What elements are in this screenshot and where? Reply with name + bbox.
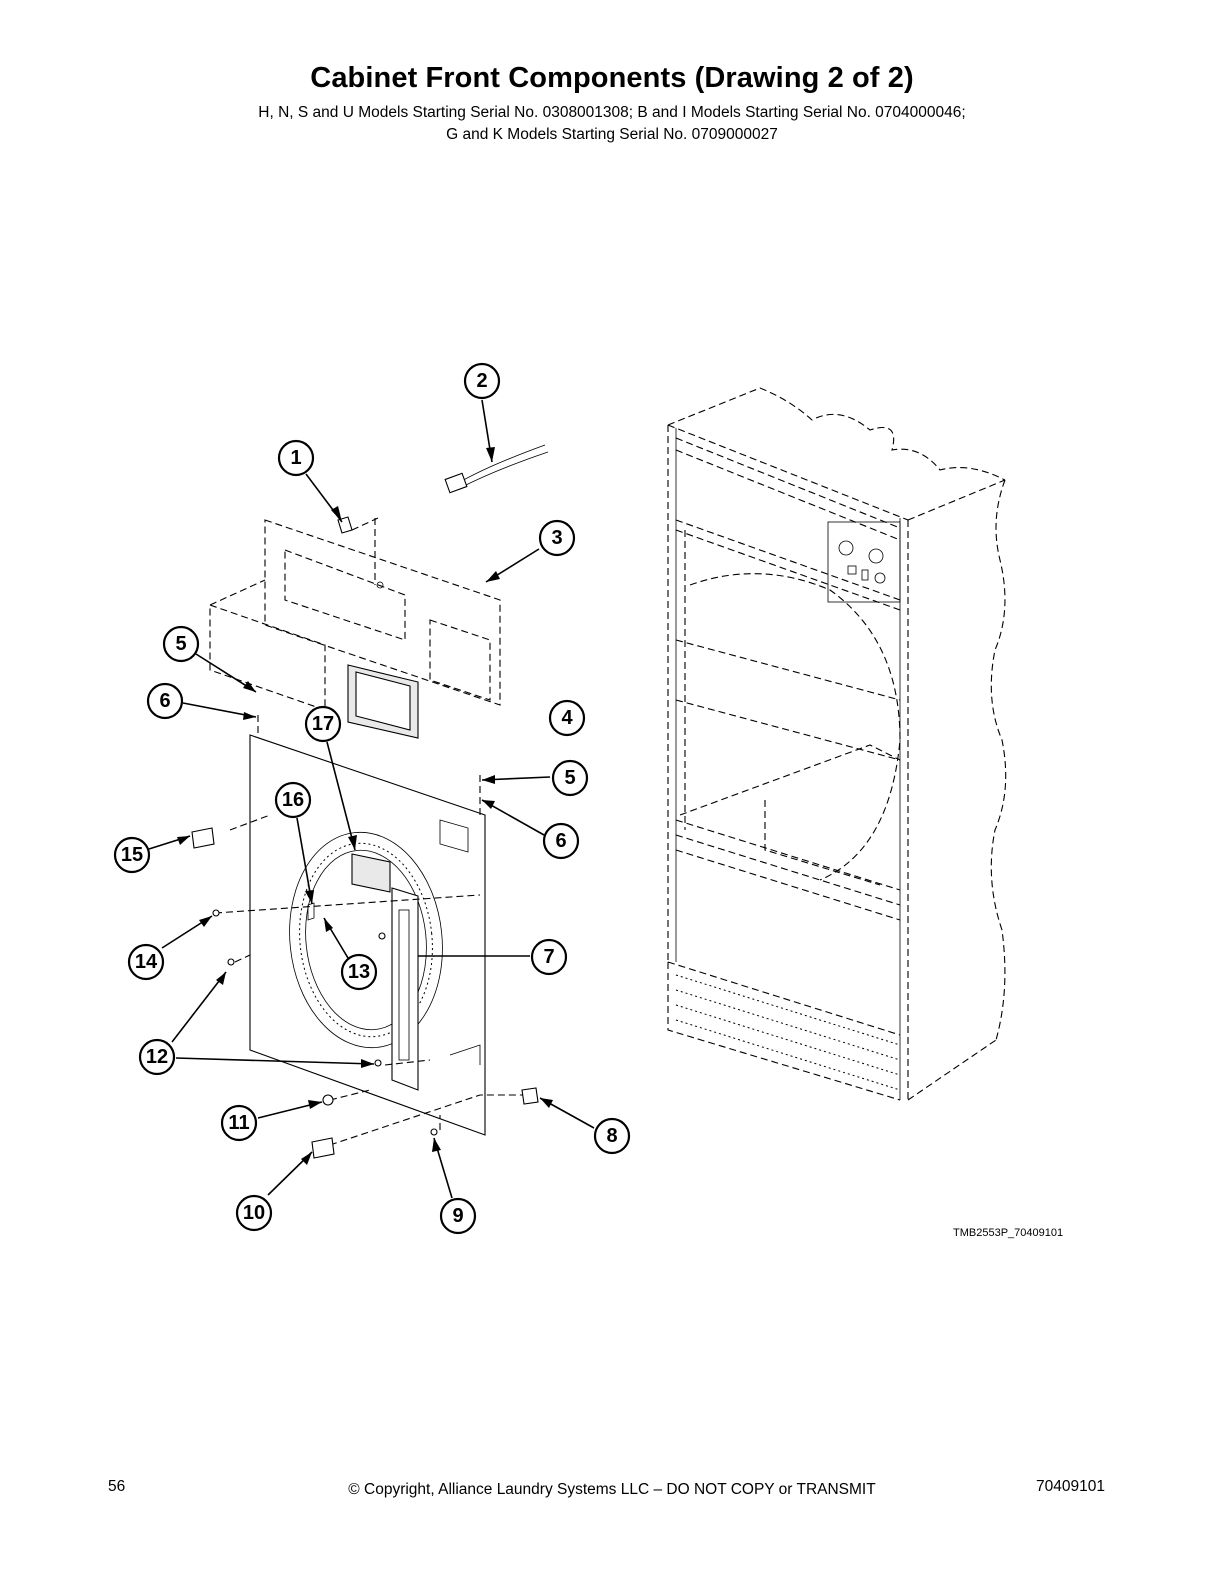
callout-label: 15 bbox=[121, 844, 143, 866]
callout-7: 7 bbox=[530, 938, 568, 976]
callout-label: 4 bbox=[561, 707, 573, 729]
callout-label: 5 bbox=[564, 767, 575, 789]
callout-label: 10 bbox=[243, 1202, 265, 1224]
callout-2: 2 bbox=[463, 362, 501, 400]
callout-label: 8 bbox=[606, 1125, 617, 1147]
document-number: 70409101 bbox=[1036, 1478, 1105, 1495]
callout-label: 6 bbox=[555, 830, 566, 852]
page-subtitle-line-1: H, N, S and U Models Starting Serial No.… bbox=[258, 104, 966, 121]
callout-label: 6 bbox=[159, 690, 170, 712]
callout-label: 17 bbox=[312, 713, 334, 735]
callout-5-right: 5 bbox=[551, 759, 589, 797]
callout-17: 17 bbox=[304, 705, 342, 743]
callout-label: 3 bbox=[551, 527, 562, 549]
callout-6-right: 6 bbox=[542, 822, 580, 860]
callout-label: 13 bbox=[348, 961, 370, 983]
callout-label: 12 bbox=[146, 1046, 168, 1068]
callout-label: 16 bbox=[282, 789, 304, 811]
callout-11: 11 bbox=[220, 1104, 258, 1142]
callout-label: 2 bbox=[476, 370, 487, 392]
callout-label: 7 bbox=[543, 946, 554, 968]
callout-10: 10 bbox=[235, 1194, 273, 1232]
callout-14: 14 bbox=[127, 943, 165, 981]
callout-5: 5 bbox=[162, 625, 200, 663]
display-bezel-part bbox=[347, 664, 419, 739]
callout-4: 4 bbox=[548, 699, 586, 737]
callout-15: 15 bbox=[113, 836, 151, 874]
callout-6: 6 bbox=[146, 682, 184, 720]
wire-harness-part bbox=[444, 444, 549, 494]
dryer-cabinet bbox=[667, 387, 1007, 1101]
callout-16: 16 bbox=[274, 781, 312, 819]
page-subtitle-line-2: G and K Models Starting Serial No. 07090… bbox=[446, 126, 778, 143]
copyright-notice: © Copyright, Alliance Laundry Systems LL… bbox=[348, 1481, 876, 1498]
page-title: Cabinet Front Components (Drawing 2 of 2… bbox=[310, 62, 914, 94]
callout-8: 8 bbox=[593, 1117, 631, 1155]
callout-1: 1 bbox=[277, 439, 315, 477]
callout-label: 14 bbox=[135, 951, 158, 973]
leader-arrowheads bbox=[177, 447, 553, 1165]
callout-label: 9 bbox=[452, 1205, 463, 1227]
callout-9: 9 bbox=[439, 1197, 477, 1235]
callout-label: 1 bbox=[290, 447, 301, 469]
callout-13: 13 bbox=[340, 953, 378, 991]
page-number: 56 bbox=[108, 1478, 126, 1495]
callout-12: 12 bbox=[138, 1038, 176, 1076]
callout-label: 11 bbox=[228, 1112, 249, 1134]
control-panel-part bbox=[209, 516, 501, 711]
drawing-code: TMB2553P_70409101 bbox=[953, 1227, 1064, 1239]
front-panel-part bbox=[191, 715, 539, 1159]
callout-label: 5 bbox=[175, 633, 186, 655]
callout-3: 3 bbox=[538, 519, 576, 557]
